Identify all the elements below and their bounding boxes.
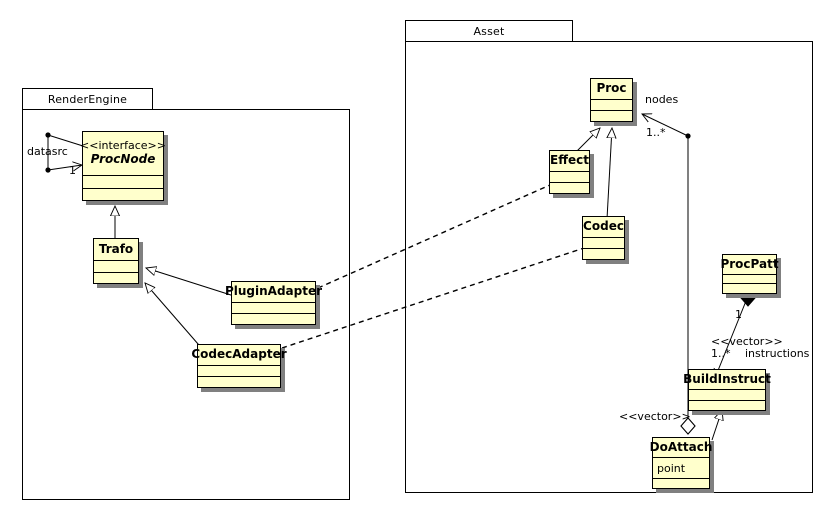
class-procnode-operations [83, 189, 163, 201]
class-doattach-header: DoAttach [650, 438, 712, 458]
class-effect-header: Effect [550, 151, 589, 172]
class-procnode-name: ProcNode [90, 152, 156, 166]
class-pluginadapter-attributes [232, 303, 315, 314]
class-trafo-operations [94, 273, 138, 284]
class-procnode-header: <<interface>> ProcNode [80, 132, 166, 176]
class-pluginadapter-operations [232, 314, 315, 324]
class-proc[interactable]: Proc [590, 78, 637, 126]
class-buildinstruct-header: BuildInstruct [683, 370, 771, 390]
class-codec-operations [583, 249, 624, 259]
class-codec-box: Codec [582, 216, 625, 260]
class-proc-operations [591, 111, 632, 121]
package-renderengine-label: RenderEngine [47, 92, 128, 106]
class-codec[interactable]: Codec [582, 216, 629, 264]
class-procpatt[interactable]: ProcPatt [720, 254, 781, 298]
edge-label-datasrc: datasrc [27, 145, 68, 158]
package-asset-label: Asset [473, 24, 505, 38]
class-procpatt-name: ProcPatt [720, 256, 779, 271]
class-effect-attributes [550, 172, 589, 183]
class-pluginadapter-box: PluginAdapter [225, 281, 322, 325]
edge-label-procnode-multiplicity: 1 [69, 164, 76, 177]
class-buildinstruct-box: BuildInstruct [683, 369, 771, 411]
class-trafo-box: Trafo [93, 238, 139, 284]
class-doattach-operations [653, 479, 709, 488]
class-codecadapter-box: CodecAdapter [191, 344, 287, 388]
class-pluginadapter[interactable]: PluginAdapter [225, 281, 322, 329]
class-buildinstruct[interactable]: BuildInstruct [683, 369, 771, 415]
class-procnode-box: <<interface>> ProcNode [80, 131, 166, 201]
class-pluginadapter-name: PluginAdapter [224, 284, 323, 298]
class-effect[interactable]: Effect [549, 150, 594, 198]
class-codecadapter-header: CodecAdapter [191, 345, 287, 366]
class-doattach-name: DoAttach [649, 439, 713, 454]
class-codec-name: Codec [583, 219, 624, 233]
edge-label-nodes-multiplicity: 1..* [646, 126, 666, 139]
class-codecadapter-operations [198, 377, 280, 387]
class-effect-box: Effect [549, 150, 590, 194]
class-proc-header: Proc [591, 79, 632, 100]
class-procnode[interactable]: <<interface>> ProcNode [80, 131, 168, 205]
class-procnode-stereotype: <<interface>> [80, 139, 166, 152]
class-effect-name: Effect [550, 153, 589, 167]
class-trafo-attributes [94, 261, 138, 273]
class-codecadapter-attributes [198, 366, 280, 377]
class-pluginadapter-header: PluginAdapter [225, 282, 322, 303]
edge-label-instructions-role: instructions [745, 347, 810, 360]
class-effect-operations [550, 183, 589, 193]
class-buildinstruct-operations [689, 401, 765, 411]
class-proc-attributes [591, 100, 632, 111]
class-procpatt-attributes [723, 275, 776, 284]
class-buildinstruct-attributes [689, 390, 765, 401]
class-codecadapter[interactable]: CodecAdapter [191, 344, 287, 392]
class-procpatt-header: ProcPatt [720, 255, 779, 275]
class-trafo-header: Trafo [94, 239, 138, 261]
class-codecadapter-name: CodecAdapter [191, 347, 287, 361]
class-doattach-box: DoAttach point [650, 437, 712, 489]
class-trafo-name: Trafo [98, 241, 134, 256]
class-procnode-attributes [83, 176, 163, 189]
class-trafo[interactable]: Trafo [93, 238, 143, 288]
package-asset-tab: Asset [405, 20, 573, 42]
class-codec-header: Codec [583, 217, 624, 238]
class-buildinstruct-name: BuildInstruct [683, 371, 771, 386]
class-procpatt-box: ProcPatt [720, 254, 779, 294]
class-doattach-attributes: point [653, 458, 709, 479]
package-renderengine-tab: RenderEngine [22, 88, 153, 110]
class-proc-box: Proc [590, 78, 633, 122]
edge-label-nodes-role: nodes [645, 93, 679, 106]
class-procpatt-operations [723, 284, 776, 293]
class-proc-name: Proc [596, 81, 627, 95]
edge-label-instructions-multiplicity: 1..* [711, 347, 731, 360]
class-doattach[interactable]: DoAttach point [650, 437, 714, 493]
edge-label-procpatt-multiplicity: 1 [735, 308, 742, 321]
class-codec-attributes [583, 238, 624, 249]
edge-label-doattach-vector-stereotype: <<vector>> [619, 410, 691, 423]
